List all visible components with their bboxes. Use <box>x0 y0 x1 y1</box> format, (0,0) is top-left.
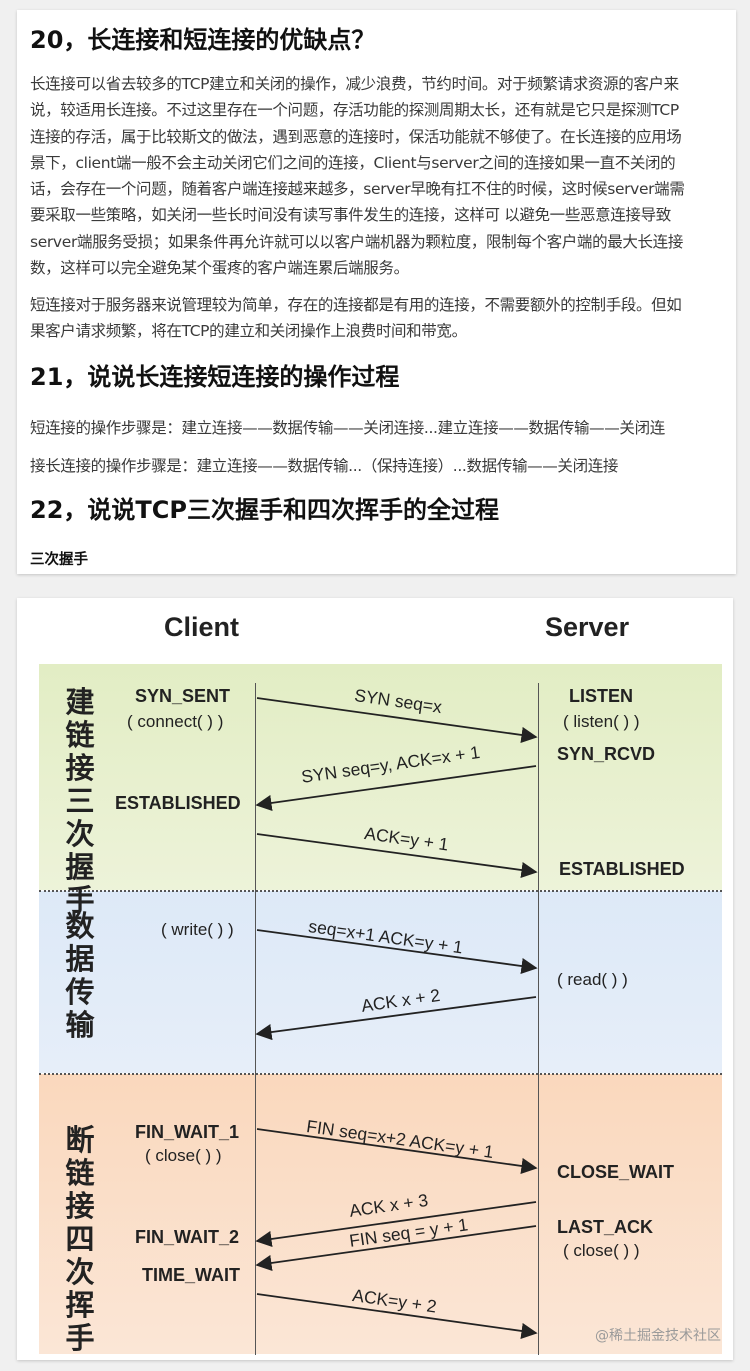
client-call-connect: ( connect( ) ) <box>127 712 224 731</box>
message-arrows <box>255 697 538 1340</box>
server-call-read: ( read( ) ) <box>557 970 628 989</box>
phase-label-connect: 建链接三次握手 <box>61 686 99 917</box>
heading-q20: 20，长连接和短连接的优缺点？ <box>30 26 376 54</box>
arrow-syn <box>256 697 538 744</box>
client-state-fin-wait-1: FIN_WAIT_1 <box>135 1122 240 1142</box>
text-line: 说，较适用长连接。不过这里存在一个问题，存活功能的探测周期太长，还有就是它只是探… <box>30 101 679 120</box>
heading-q22: 22，说说TCP三次握手和四次挥手的全过程 <box>30 496 499 524</box>
phase-label-char: 输 <box>65 1008 95 1042</box>
text-line: 数，这样可以完全避免某个蛋疼的客户端连累后端服务。 <box>30 259 409 278</box>
phase-band-close <box>39 1074 722 1354</box>
client-lifeline <box>255 683 256 1355</box>
server-state-established: ESTABLISHED <box>559 859 685 879</box>
server-state-listen: LISTEN <box>569 686 634 706</box>
phase-label-close: 断链接四次挥手 <box>61 1124 99 1355</box>
phase-label-char: 数 <box>65 909 95 943</box>
text-line: 果客户请求频繁，将在TCP的建立和关闭操作上浪费时间和带宽。 <box>30 322 467 341</box>
arrow-syn-ack <box>255 765 537 812</box>
phase-label-char: 手 <box>65 883 95 917</box>
phase-label-char: 次 <box>65 817 95 851</box>
phase-label-char: 链 <box>65 718 95 752</box>
arrow-ack <box>256 833 538 879</box>
phase-divider <box>39 1073 722 1075</box>
text-line: 景下，client端一般不会主动关闭它们之间的连接，Client与server之… <box>30 153 676 172</box>
client-call-write: ( write( ) ) <box>161 920 234 939</box>
server-call-close: ( close( ) ) <box>563 1241 640 1260</box>
text-line: 长连接可以省去较多的TCP建立和关闭的操作，减少浪费，节约时间。对于频繁请求资源… <box>30 75 679 93</box>
phase-label-char: 手 <box>65 1321 95 1355</box>
phase-label-char: 建 <box>65 685 95 719</box>
phase-label-char: 断 <box>65 1123 95 1157</box>
server-lifeline <box>538 683 539 1355</box>
client-state-syn-sent: SYN_SENT <box>135 686 231 706</box>
tcp-diagram: Client Server 建链接三次握手 数据传输 断链接四次挥手 SYN_S… <box>17 598 733 1360</box>
phase-band-data <box>39 891 722 1073</box>
arrow-ack-fin-1 <box>255 1201 537 1248</box>
server-state-close-wait: CLOSE_WAIT <box>557 1162 675 1182</box>
text-line: server端服务受损；如果条件再允许就可以以客户端机器为颗粒度，限制每个客户端… <box>30 232 683 251</box>
arrow-data-ack <box>255 996 537 1041</box>
subheading-three-way-handshake: 三次握手 <box>30 552 88 568</box>
article-card: 20，长连接和短连接的优缺点？ 长连接可以省去较多的TCP建立和关闭的操作，减少… <box>17 10 736 574</box>
phase-label-char: 据 <box>65 942 95 976</box>
phase-label-char: 挥 <box>65 1288 95 1322</box>
phase-label-char: 链 <box>65 1156 95 1190</box>
heading-q21: 21，说说长连接短连接的操作过程 <box>30 363 400 391</box>
arrow-fin-1 <box>256 1128 538 1175</box>
phase-label-char: 传 <box>65 975 95 1009</box>
text-line: 要采取一些策略，如关闭一些长时间没有读写事件发生的连接，这样可 以避免一些恶意连… <box>30 206 671 225</box>
short-connection-steps: 短连接的操作步骤是：建立连接——数据传输——关闭连接...建立连接——数据传输—… <box>30 419 665 437</box>
phase-label-char: 握 <box>65 850 95 884</box>
phase-label-data: 数据传输 <box>61 910 99 1042</box>
paragraph-long-connection: 长连接可以省去较多的TCP建立和关闭的操作，减少浪费，节约时间。对于频繁请求资源… <box>30 71 730 281</box>
text-line: 短连接对于服务器来说管理较为简单，存在的连接都是有用的连接，不需要额外的控制手段… <box>30 296 682 314</box>
arrow-data-send <box>256 929 538 975</box>
phase-label-char: 次 <box>65 1255 95 1289</box>
arrow-fin-2 <box>255 1225 537 1272</box>
client-state-established: ESTABLISHED <box>115 793 241 813</box>
client-title: Client <box>164 612 240 642</box>
phase-label-char: 接 <box>65 1189 95 1223</box>
paragraph-short-connection: 短连接对于服务器来说管理较为简单，存在的连接都是有用的连接，不需要额外的控制手段… <box>30 292 730 345</box>
text-line: 连接的存活，属于比较斯文的做法，遇到恶意的连接时，保活功能就不够使了。在长连接的… <box>30 127 682 146</box>
phase-label-char: 三 <box>65 784 95 818</box>
client-state-time-wait: TIME_WAIT <box>142 1265 240 1285</box>
phase-divider <box>39 890 722 892</box>
long-connection-steps: 接长连接的操作步骤是：建立连接——数据传输...（保持连接）...数据传输——关… <box>30 457 619 475</box>
phase-label-char: 四 <box>65 1222 95 1256</box>
phase-label-char: 接 <box>65 751 95 785</box>
phase-band-connect <box>39 664 722 890</box>
server-state-last-ack: LAST_ACK <box>557 1217 654 1237</box>
server-title: Server <box>545 612 630 642</box>
server-call-listen: ( listen( ) ) <box>563 712 640 731</box>
client-call-close: ( close( ) ) <box>145 1146 222 1165</box>
arrow-ack-fin-2 <box>256 1293 538 1340</box>
text-line: 话，会存在一个问题，随着客户端连接越来越多，server早晚有扛不住的时候，这时… <box>30 180 685 199</box>
client-state-fin-wait-2: FIN_WAIT_2 <box>135 1227 240 1247</box>
server-state-syn-rcvd: SYN_RCVD <box>557 744 656 764</box>
watermark: @稀土掘金技术社区 <box>595 1328 721 1344</box>
